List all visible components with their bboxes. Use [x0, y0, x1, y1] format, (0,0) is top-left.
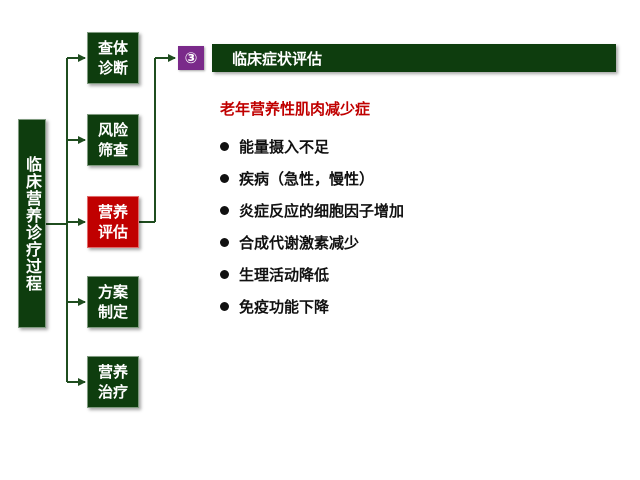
- list-item-text: 免疫功能下降: [239, 297, 330, 316]
- section-number-badge: ③: [178, 46, 204, 70]
- step-box-nutrition-assessment[interactable]: 营养评估: [87, 196, 139, 248]
- section-number: ③: [184, 49, 198, 67]
- list-item: 疾病（急性，慢性）: [220, 162, 404, 194]
- step-label: 查体诊断: [97, 39, 128, 77]
- bullet-dot-icon: [220, 141, 229, 151]
- list-item-text: 炎症反应的细胞因子增加: [239, 201, 405, 220]
- bullet-dot-icon: [220, 173, 229, 183]
- bullet-dot-icon: [220, 269, 229, 279]
- symptom-list: 能量摄入不足 疾病（急性，慢性） 炎症反应的细胞因子增加 合成代谢激素减少 生理…: [220, 130, 404, 322]
- bullet-dot-icon: [220, 301, 229, 311]
- step-label: 风险筛查: [97, 121, 128, 159]
- step-label: 方案制定: [97, 283, 128, 321]
- subheading: 老年营养性肌肉减少症: [220, 100, 371, 118]
- step-box-nutrition-treatment[interactable]: 营养治疗: [87, 356, 139, 408]
- root-process-box: 临床营养诊疗过程: [18, 119, 46, 328]
- list-item: 生理活动降低: [220, 258, 404, 290]
- list-item: 炎症反应的细胞因子增加: [220, 194, 404, 226]
- step-box-plan-formulation[interactable]: 方案制定: [87, 276, 139, 328]
- root-label: 临床营养诊疗过程: [23, 155, 42, 292]
- list-item: 能量摄入不足: [220, 130, 404, 162]
- section-header-bar: 临床症状评估: [212, 44, 616, 72]
- list-item-text: 生理活动降低: [239, 265, 330, 284]
- step-box-risk-screening[interactable]: 风险筛查: [87, 114, 139, 166]
- section-title: 临床症状评估: [232, 49, 323, 68]
- list-item-text: 合成代谢激素减少: [239, 233, 360, 252]
- bullet-dot-icon: [220, 205, 229, 215]
- step-box-exam-diagnosis[interactable]: 查体诊断: [87, 32, 139, 84]
- list-item: 免疫功能下降: [220, 290, 404, 322]
- list-item-text: 能量摄入不足: [239, 137, 330, 156]
- list-item-text: 疾病（急性，慢性）: [239, 169, 375, 188]
- step-label: 营养评估: [97, 203, 128, 241]
- list-item: 合成代谢激素减少: [220, 226, 404, 258]
- bullet-dot-icon: [220, 237, 229, 247]
- step-label: 营养治疗: [97, 363, 128, 401]
